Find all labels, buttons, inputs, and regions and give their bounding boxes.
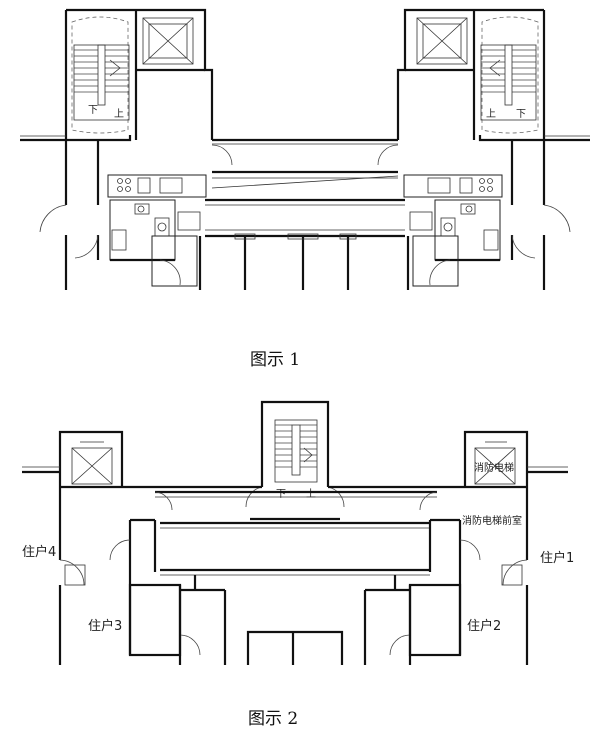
stair-down-label-left: 下	[88, 105, 98, 116]
fire-elevator: 消防电梯	[463, 430, 568, 487]
stair-up-label-left: 上	[114, 108, 124, 120]
stair-up-label: 上	[306, 488, 316, 500]
left-units: 住户4 住户3	[22, 487, 227, 665]
right-units: 住户1 住户2	[363, 487, 574, 665]
fire-elevator-label: 消防电梯	[474, 461, 514, 474]
unit-2-label: 住户2	[467, 618, 501, 634]
fire-elevator-lobby-label: 消防电梯前室	[462, 514, 522, 527]
figure-2-caption: 图示 2	[248, 709, 298, 729]
left-apartment-figure-1	[20, 135, 207, 290]
left-elevator	[22, 430, 124, 487]
unit-4-label: 住户4	[22, 544, 56, 560]
right-stair-core	[396, 8, 546, 142]
corridor-figure-2: 消防电梯前室	[60, 485, 527, 576]
corridor-figure-1	[198, 138, 410, 290]
figure-1-caption: 图示 1	[250, 350, 300, 370]
figure-2-plan: 下 上 消防电梯	[22, 400, 574, 729]
right-apartment-figure-1	[403, 135, 590, 290]
central-stair-core: 下 上	[245, 400, 345, 508]
bottom-walls-figure-2	[178, 585, 412, 665]
left-stair-core: 下 上	[64, 8, 214, 142]
stair-down-label: 下	[276, 489, 286, 500]
unit-1-label: 住户1	[540, 550, 574, 566]
figure-1-plan: 下 上	[20, 8, 590, 370]
stair-down-label-right: 下	[516, 109, 526, 120]
stair-up-label-right: 上	[486, 108, 496, 120]
unit-3-label: 住户3	[88, 618, 122, 634]
